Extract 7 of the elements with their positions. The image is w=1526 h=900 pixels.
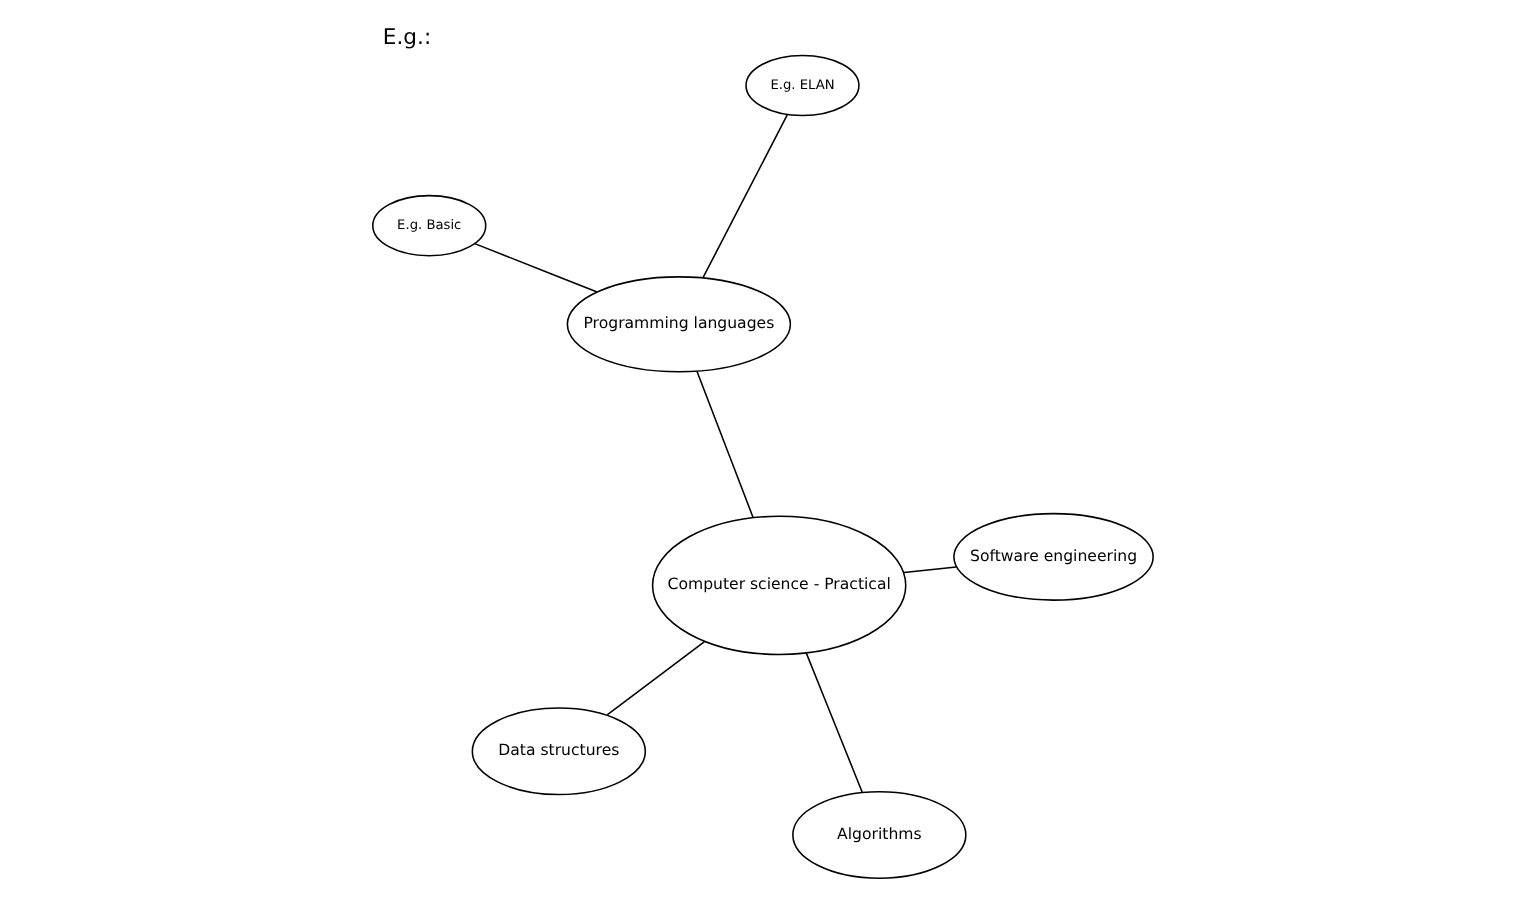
connector bbox=[805, 652, 863, 793]
connector bbox=[903, 566, 957, 574]
connector bbox=[696, 370, 754, 519]
connector bbox=[473, 242, 598, 293]
connector bbox=[606, 640, 706, 716]
connector bbox=[702, 113, 789, 279]
diagram-title: E.g.: bbox=[382, 23, 432, 50]
